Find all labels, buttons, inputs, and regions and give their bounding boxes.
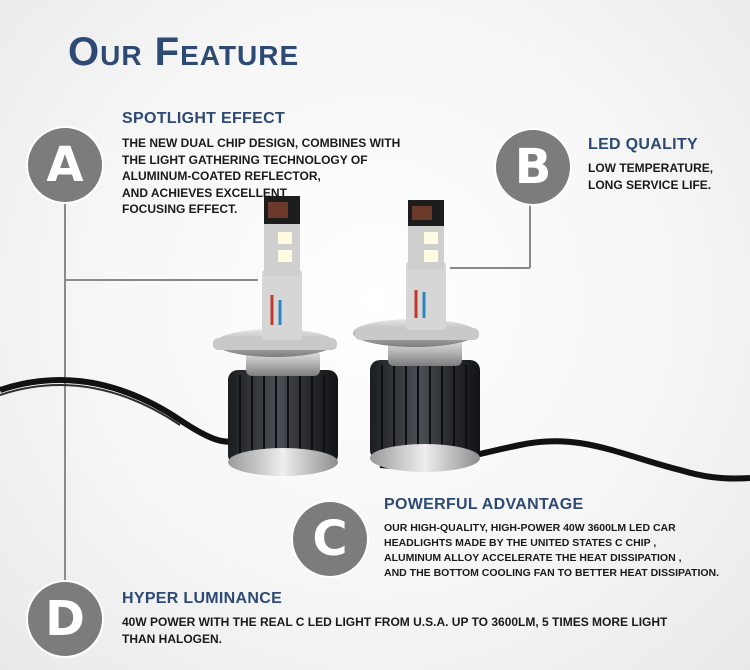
feature-a-line: THE LIGHT GATHERING TECHNOLOGY OF (122, 152, 368, 167)
feature-d-line: THAN HALOGEN. (122, 631, 222, 646)
feature-c-description: OUR HIGH-QUALITY, HIGH-POWER 40W 3600LM … (384, 521, 719, 581)
feature-b-line: LONG SERVICE LIFE. (588, 177, 712, 192)
feature-a-line: AND ACHIEVES EXCELLENT (122, 185, 287, 200)
feature-d-line: 40W POWER WITH THE REAL C LED LIGHT FROM… (122, 615, 668, 629)
right-bulb (353, 200, 480, 472)
feature-a-line: FOCUSING EFFECT. (122, 202, 238, 216)
feature-a-heading: SPOTLIGHT EFFECT (122, 110, 286, 127)
feature-c-line: OUR HIGH-QUALITY, HIGH-POWER 40W 3600LM … (384, 522, 676, 534)
feature-a-badge: A (28, 128, 102, 202)
feature-b-line: LOW TEMPERATURE, (588, 161, 714, 175)
feature-b-heading: LED QUALITY (588, 136, 698, 153)
feature-d-badge: D (28, 582, 102, 656)
feature-a-line: ALUMINUM-COATED REFLECTOR, (122, 169, 321, 183)
feature-c-line: HEADLIGHTS MADE BY THE UNITED STATES C C… (384, 537, 657, 549)
feature-c-badge: C (293, 502, 367, 576)
feature-b-description: LOW TEMPERATURE, LONG SERVICE LIFE. (588, 160, 713, 193)
left-bulb (213, 196, 338, 476)
feature-d-description: 40W POWER WITH THE REAL C LED LIGHT FROM… (122, 614, 667, 647)
feature-c-heading: POWERFUL ADVANTAGE (384, 496, 584, 513)
feature-b-badge: B (496, 130, 570, 204)
feature-c-line: ALUMINUM ALLOY ACCELERATE THE HEAT DISSI… (384, 552, 682, 564)
feature-c-line: AND THE BOTTOM COOLING FAN TO BETTER HEA… (384, 567, 720, 579)
feature-a-line: THE NEW DUAL CHIP DESIGN, COMBINES WITH (122, 136, 401, 150)
feature-d-heading: HYPER LUMINANCE (122, 590, 283, 607)
feature-a-description: THE NEW DUAL CHIP DESIGN, COMBINES WITH … (122, 135, 400, 218)
page-title: Our Feature (68, 30, 300, 74)
